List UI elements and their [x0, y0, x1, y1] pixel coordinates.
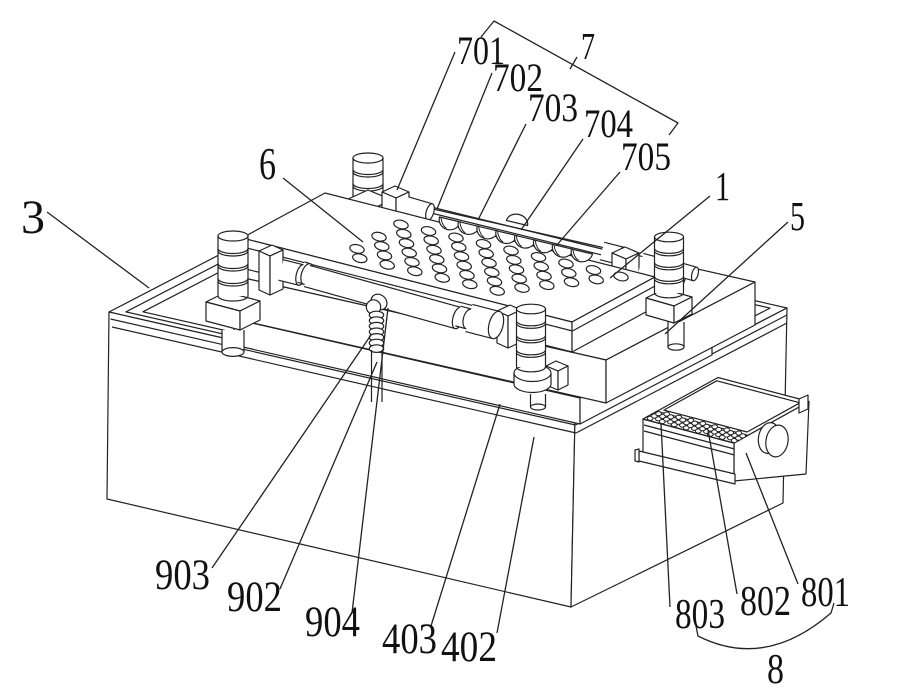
svg-text:802: 802	[740, 579, 791, 625]
svg-text:8: 8	[767, 647, 784, 692]
svg-text:801: 801	[801, 570, 850, 616]
svg-text:803: 803	[675, 592, 725, 638]
svg-text:1: 1	[715, 163, 730, 209]
svg-text:5: 5	[790, 193, 805, 239]
svg-text:3: 3	[21, 191, 45, 244]
svg-text:702: 702	[493, 55, 543, 100]
svg-text:402: 402	[441, 624, 497, 671]
svg-text:704: 704	[584, 101, 633, 146]
svg-text:403: 403	[382, 616, 437, 663]
svg-text:903: 903	[155, 552, 210, 599]
svg-text:904: 904	[305, 599, 360, 646]
svg-text:6: 6	[259, 139, 276, 189]
svg-text:703: 703	[528, 85, 578, 130]
svg-text:705: 705	[621, 134, 671, 179]
svg-text:902: 902	[227, 574, 282, 621]
svg-text:701: 701	[457, 28, 505, 73]
svg-text:7: 7	[581, 26, 595, 68]
